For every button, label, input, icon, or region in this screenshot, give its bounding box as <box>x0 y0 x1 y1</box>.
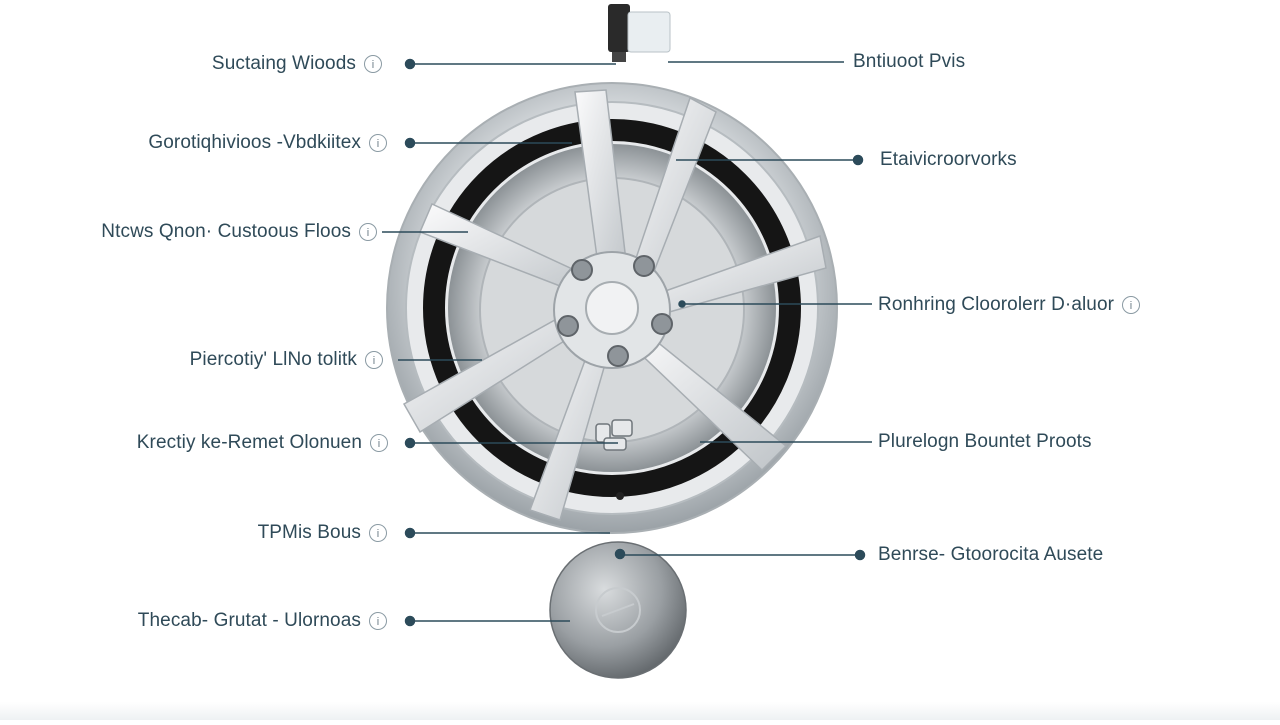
right-label-5: Benrse- Gtoorocita Ausete <box>878 544 1104 565</box>
center-cap <box>549 541 687 679</box>
info-icon[interactable]: i <box>364 54 382 73</box>
right-label-1: Bntiuoot Pvis <box>853 51 966 72</box>
right-label-2: Etaivicroorvorks <box>880 149 1017 170</box>
right-leader-lines <box>614 61 872 561</box>
right-label-4: Plurelogn Bountet Proots <box>878 431 1092 452</box>
caliper-part <box>595 419 633 451</box>
info-icon[interactable]: i <box>370 433 388 452</box>
left-leader-lines <box>382 58 618 627</box>
bottom-fade <box>0 702 1280 720</box>
valve-stem-sensor <box>608 4 671 62</box>
lug-nuts <box>557 255 673 367</box>
info-icon[interactable]: i <box>359 222 377 241</box>
info-icon[interactable]: i <box>369 133 387 152</box>
info-icon[interactable]: i <box>365 350 383 369</box>
info-icon[interactable]: i <box>1122 295 1141 314</box>
info-icon[interactable]: i <box>369 523 387 542</box>
wheel <box>386 82 838 534</box>
info-icon[interactable]: i <box>369 611 387 630</box>
